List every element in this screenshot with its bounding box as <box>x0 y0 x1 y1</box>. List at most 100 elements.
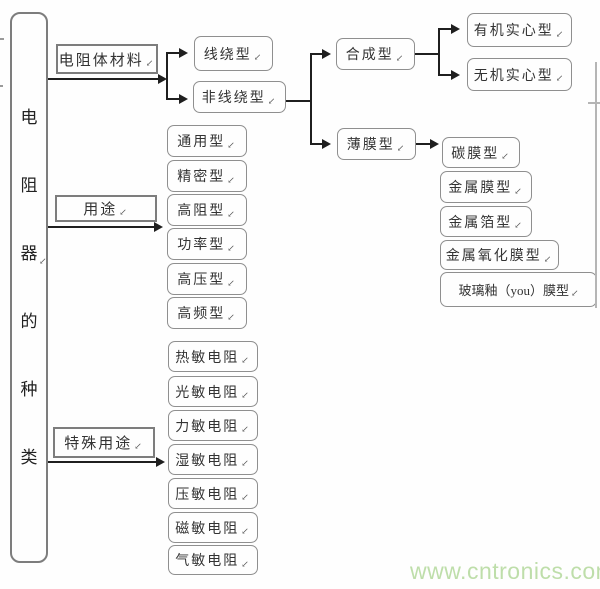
cropped-edge-stub <box>588 102 600 104</box>
node-label: 力敏电阻 <box>175 419 240 435</box>
node-thin-film-type: 薄膜型↙ <box>337 128 416 160</box>
return-mark: ↙ <box>227 311 237 322</box>
node-label: 功率型 <box>177 238 226 253</box>
organic-arrowhead <box>451 24 460 34</box>
root-char-text: 种 <box>20 379 38 399</box>
return-mark: ↙ <box>543 253 554 264</box>
return-mark: ↙ <box>267 95 278 106</box>
branch-usage-label: 用途↙ <box>55 195 157 222</box>
node-precision-type: 精密型↙ <box>167 160 247 192</box>
node-force-sensitive-resistor: 力敏电阻↙ <box>168 410 258 441</box>
return-mark: ↙ <box>570 288 579 298</box>
return-mark: ↙ <box>227 277 237 288</box>
return-mark: ↙ <box>119 207 129 217</box>
node-label: 有机实心型 <box>473 24 554 39</box>
node-label: 压敏电阻 <box>175 487 240 503</box>
film-arrowhead <box>322 139 331 149</box>
connector-special-line <box>48 461 158 463</box>
node-label: 线绕型 <box>203 47 252 63</box>
return-mark: ↙ <box>501 151 511 161</box>
node-label: 金属氧化膜型 <box>445 249 542 264</box>
root-category-box: 电 阻 器↙ 的 种 类 <box>10 12 48 563</box>
branch-material-text: 电阻体材料 <box>58 52 144 69</box>
root-char: 器↙ <box>20 243 47 266</box>
root-char: 阻 <box>20 175 38 195</box>
node-humidity-sensitive-resistor: 湿敏电阻↙ <box>168 444 258 475</box>
inorganic-arrowhead <box>451 70 460 80</box>
node-glass-glaze-film-type: 玻璃釉（you）膜型↙ <box>440 272 597 307</box>
return-mark: ↙ <box>145 57 156 68</box>
wire-stub-line <box>166 52 180 54</box>
node-photoresistor: 光敏电阻↙ <box>168 376 258 407</box>
node-voltage-sensitive-resistor: 压敏电阻↙ <box>168 478 258 509</box>
node-label: 湿敏电阻 <box>175 453 240 469</box>
inorganic-stub-line <box>438 74 453 76</box>
return-mark: ↙ <box>253 52 264 62</box>
node-wire-wound-type: 线绕型↙ <box>194 36 273 71</box>
root-char-text: 的 <box>20 311 38 331</box>
root-char-text: 阻 <box>20 175 38 195</box>
node-label: 非线绕型 <box>201 91 266 106</box>
film-stub-line <box>310 143 324 145</box>
composite-branch-line <box>415 53 440 55</box>
node-label: 热敏电阻 <box>175 350 240 366</box>
connector-special-arrowhead <box>156 457 165 467</box>
node-composite-type: 合成型↙ <box>336 38 415 70</box>
connector-usage-arrowhead <box>154 222 163 232</box>
node-label: 精密型 <box>177 170 226 185</box>
root-char: 的 <box>20 311 38 331</box>
return-mark: ↙ <box>241 424 251 434</box>
node-general-type: 通用型↙ <box>167 125 247 157</box>
film-to-carbon-line <box>416 143 432 145</box>
return-mark: ↙ <box>227 242 237 253</box>
node-label: 无机实心型 <box>473 68 554 84</box>
branch-material-label: 电阻体材料↙ <box>56 44 158 74</box>
root-char: 类 <box>21 448 38 467</box>
composite-arrowhead <box>322 49 331 59</box>
cropped-edge-line <box>595 62 597 308</box>
node-label: 气敏电阻 <box>175 554 240 569</box>
node-label: 玻璃釉（you）膜型 <box>458 283 569 298</box>
node-high-frequency-type: 高频型↙ <box>167 297 247 329</box>
wire-arrowhead <box>179 48 188 58</box>
return-mark: ↙ <box>241 390 251 400</box>
return-mark: ↙ <box>396 142 407 153</box>
node-metal-foil-type: 金属箔型↙ <box>440 206 532 237</box>
return-mark: ↙ <box>38 255 47 266</box>
return-mark: ↙ <box>241 458 251 468</box>
node-label: 磁敏电阻 <box>175 521 240 537</box>
return-mark: ↙ <box>395 52 406 63</box>
node-label: 合成型 <box>345 48 394 63</box>
return-mark: ↙ <box>241 526 251 536</box>
return-mark: ↙ <box>514 220 524 230</box>
return-mark: ↙ <box>555 73 566 83</box>
node-label: 碳膜型 <box>451 146 500 162</box>
return-mark: ↙ <box>227 208 237 219</box>
return-mark: ↙ <box>241 558 251 569</box>
nonwire-branch-line <box>286 100 312 102</box>
node-thermistor: 热敏电阻↙ <box>168 341 258 372</box>
carbon-arrowhead <box>430 139 439 149</box>
return-mark: ↙ <box>134 441 144 451</box>
return-mark: ↙ <box>555 28 566 39</box>
watermark: www.cntronics.com <box>410 558 600 584</box>
node-label: 金属膜型 <box>448 181 513 196</box>
edge-artifact <box>0 38 4 40</box>
branch-special-text: 特殊用途 <box>64 436 133 452</box>
node-carbon-film-type: 碳膜型↙ <box>442 137 520 168</box>
edge-artifact <box>0 85 3 87</box>
node-label: 高频型 <box>177 307 226 322</box>
nonwire-stub-line <box>166 98 180 100</box>
connector-material-arrowhead <box>158 74 167 84</box>
node-label: 高压型 <box>177 273 226 288</box>
return-mark: ↙ <box>241 355 251 365</box>
nonwire-arrowhead <box>179 94 188 104</box>
composite-bracket-line <box>438 29 440 76</box>
root-char: 电 <box>21 108 38 127</box>
nonwire-bracket-line <box>310 54 312 145</box>
return-mark: ↙ <box>514 185 524 196</box>
root-char: 种 <box>20 379 38 399</box>
composite-stub-line <box>310 53 324 55</box>
root-char-text: 器 <box>20 243 38 263</box>
